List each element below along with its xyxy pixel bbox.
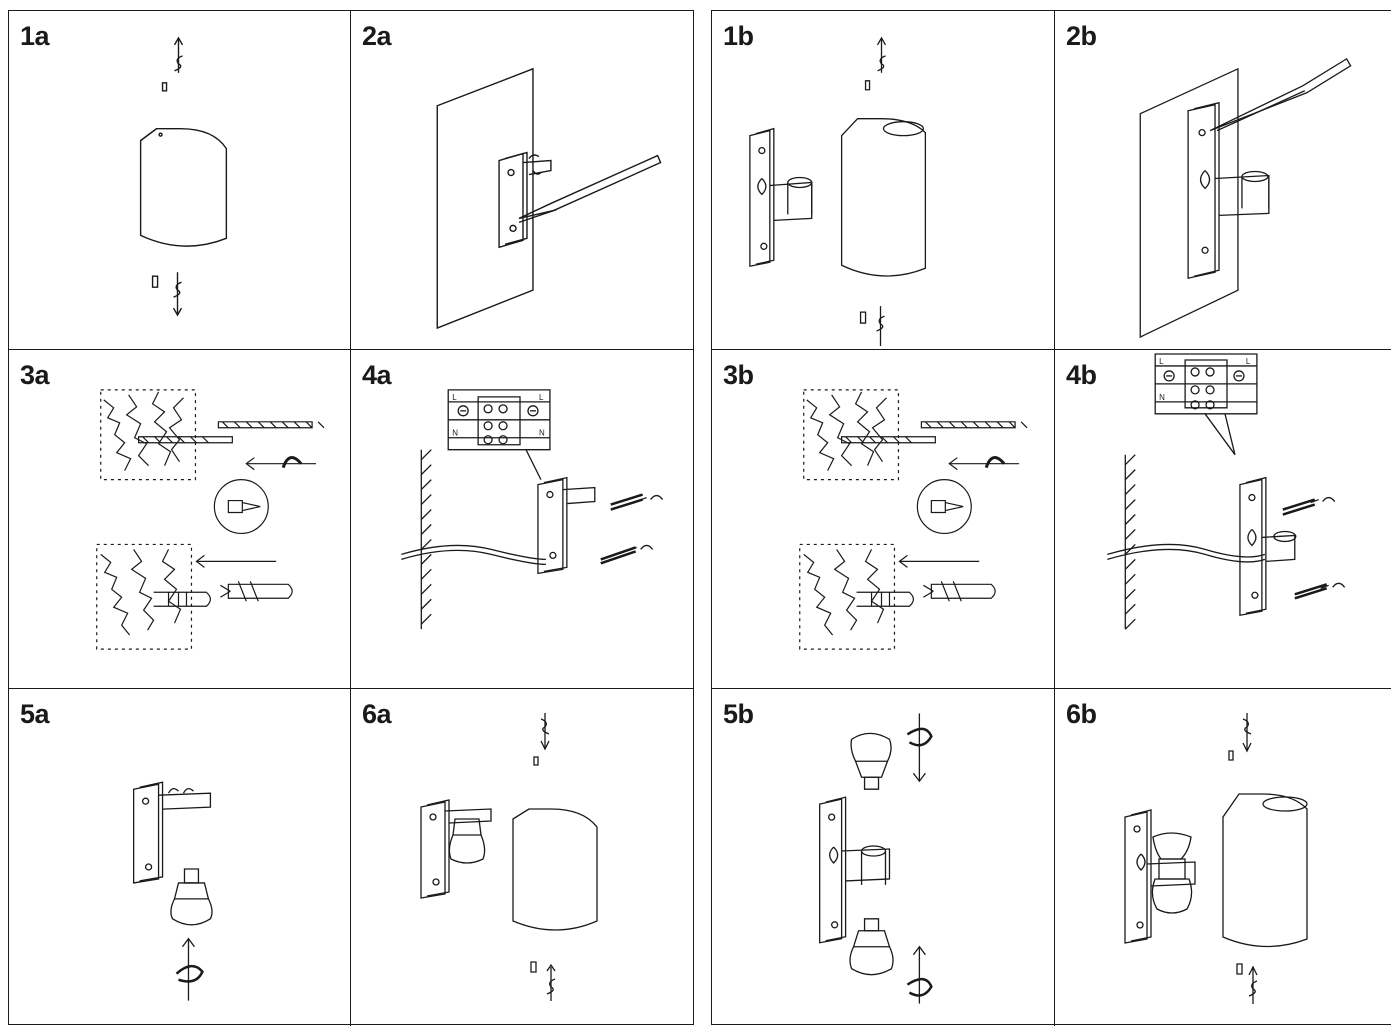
panel-4b: 4b bbox=[1055, 350, 1391, 689]
panel-1a-label: 1a bbox=[20, 21, 50, 51]
panel-5a: 5a bbox=[9, 689, 351, 1026]
panel-3a-label: 3a bbox=[20, 360, 50, 390]
panel-2b-label: 2b bbox=[1066, 21, 1097, 51]
panel-5b-label: 5b bbox=[723, 699, 754, 729]
wiring-and-mounting-double-illustration: L N L bbox=[1055, 350, 1391, 688]
drill-and-plug-double-illustration bbox=[712, 350, 1054, 688]
panel-4a: 4a bbox=[351, 350, 693, 689]
lamp-housing-illustration bbox=[9, 11, 350, 349]
terminal-live-label-right: L bbox=[539, 393, 544, 402]
panel-3b-label: 3b bbox=[723, 360, 754, 390]
panel-3b: 3b bbox=[712, 350, 1055, 689]
mark-drill-holes-illustration bbox=[351, 11, 693, 349]
panel-2a: 2a bbox=[351, 11, 693, 350]
instruction-grid-b: 1b bbox=[711, 10, 1391, 1026]
panel-1a: 1a bbox=[9, 11, 351, 350]
attach-housing-illustration bbox=[351, 689, 693, 1026]
instruction-grid-a: 1a 2a bbox=[8, 10, 694, 1026]
terminal-live-label-right: L bbox=[1246, 357, 1251, 366]
panel-5b: 5b bbox=[712, 689, 1055, 1026]
panel-4a-label: 4a bbox=[362, 360, 392, 390]
double-lamp-housing-illustration bbox=[712, 11, 1054, 349]
panel-1b-label: 1b bbox=[723, 21, 754, 51]
terminal-live-label-left: L bbox=[452, 393, 457, 402]
drill-and-plug-illustration bbox=[9, 350, 350, 688]
terminal-neutral-label-left: N bbox=[452, 429, 458, 438]
panel-6a-label: 6a bbox=[362, 699, 392, 729]
mark-drill-holes-double-illustration bbox=[1055, 11, 1391, 349]
panel-2a-label: 2a bbox=[362, 21, 392, 51]
panel-6a: 6a bbox=[351, 689, 693, 1026]
terminal-neutral-label-left: N bbox=[1159, 393, 1165, 402]
panel-1b: 1b bbox=[712, 11, 1055, 350]
insert-two-bulbs-illustration bbox=[712, 689, 1054, 1026]
panel-2b: 2b bbox=[1055, 11, 1391, 350]
panel-6b: 6b bbox=[1055, 689, 1391, 1026]
panel-5a-label: 5a bbox=[20, 699, 50, 729]
panel-4b-label: 4b bbox=[1066, 360, 1097, 390]
panel-6b-label: 6b bbox=[1066, 699, 1097, 729]
wiring-and-mounting-illustration: L N L N bbox=[351, 350, 693, 688]
insert-bulb-illustration bbox=[9, 689, 350, 1026]
attach-double-housing-illustration bbox=[1055, 689, 1391, 1026]
terminal-neutral-label-right: N bbox=[539, 429, 545, 438]
terminal-live-label-left: L bbox=[1159, 357, 1164, 366]
panel-3a: 3a bbox=[9, 350, 351, 689]
